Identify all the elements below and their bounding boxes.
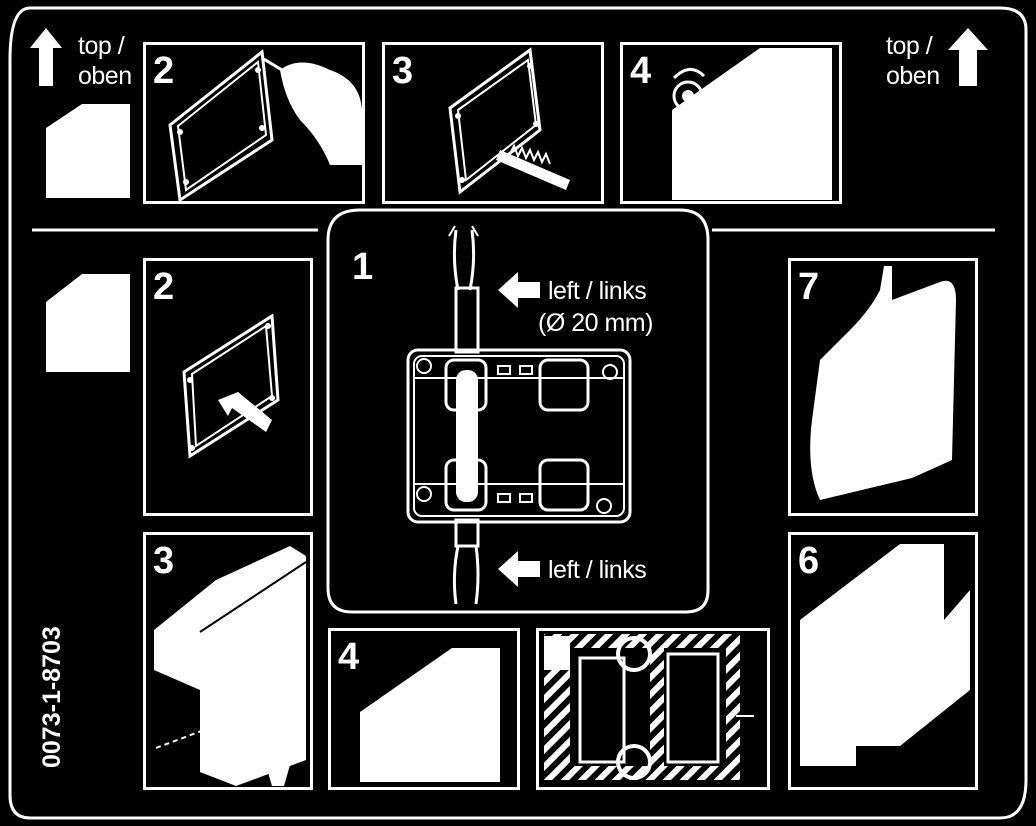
top-left-label-line2: oben [78,62,132,90]
step-panel-top-2 [143,42,365,204]
step-number: 4 [338,636,360,678]
step-number: 3 [153,540,175,582]
top-right-label-line1: top / [886,32,933,60]
cable-top-label-line2: (Ø 20 mm) [538,309,653,337]
section-panel [536,628,770,790]
step-number: 1 [352,246,374,288]
top-right-label-line2: oben [886,62,940,90]
step-panel-bot-6 [788,532,978,790]
step-number: 6 [798,540,820,582]
step-panel-bot-3 [143,532,313,790]
cable-top-label-line1: left / links [548,277,647,305]
step-panel-top-4 [620,42,842,204]
step-number: 3 [392,50,414,92]
step-number: 7 [798,266,820,308]
doc-code: 0073-1-8703 [38,626,66,768]
step-panel-mid-2 [143,258,313,516]
step-number: 2 [153,266,175,308]
cable-bottom-label: left / links [548,556,647,584]
step-panel-top-3 [382,42,604,204]
step-number: 2 [153,50,175,92]
step-number: 4 [630,50,652,92]
top-left-label-line1: top / [78,32,125,60]
step-panel-bot-4 [328,628,520,790]
step-panel-mid-7 [788,258,978,516]
